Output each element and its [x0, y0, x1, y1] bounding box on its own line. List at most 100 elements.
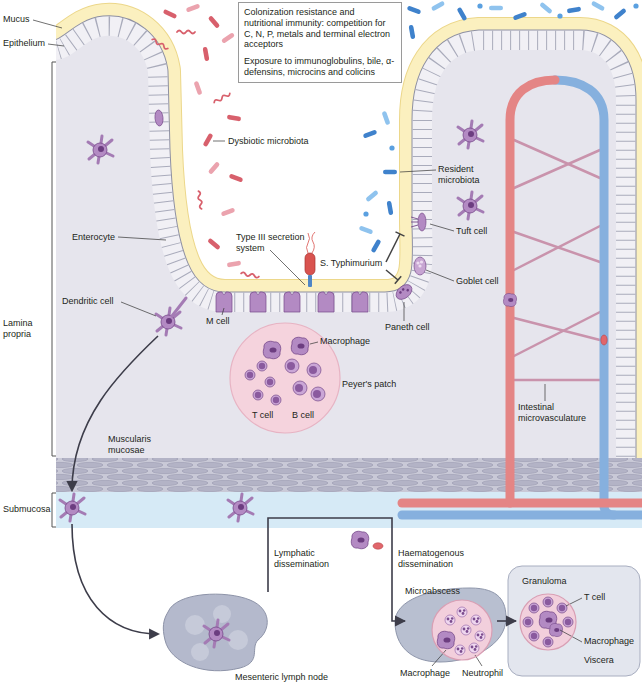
illustration	[543, 597, 553, 607]
illustration	[387, 201, 394, 216]
illustration	[363, 129, 378, 138]
callout-label: T cell	[252, 410, 273, 421]
m-cell	[318, 292, 334, 312]
leader-line	[404, 302, 405, 321]
illustration	[193, 81, 202, 96]
illustration	[477, 3, 482, 8]
granuloma-fill	[520, 594, 576, 650]
illustration	[407, 5, 422, 14]
callout-label: Dendritic cell	[62, 296, 114, 307]
illustration	[151, 38, 168, 50]
blood-vessel	[402, 499, 642, 508]
capillary-network	[514, 379, 600, 382]
illustration	[228, 494, 253, 521]
callout-label: Intestinal microvasculature	[518, 402, 594, 424]
illustration	[208, 161, 221, 175]
illustration	[253, 390, 263, 400]
lamina-propria-region	[56, 36, 616, 458]
callout-label: Lamina propria	[3, 318, 49, 340]
illustration	[529, 631, 539, 641]
illustration	[285, 359, 299, 373]
illustration	[221, 32, 235, 44]
illustration	[455, 645, 465, 655]
epithelial-cell-walls	[56, 36, 616, 458]
illustration	[458, 121, 483, 148]
info-box: Colonization resistance and nutritional …	[238, 2, 402, 83]
illustration	[213, 92, 230, 104]
node-heading: Mesenteric lymph node	[235, 672, 328, 683]
callout-label: Macrophage	[584, 636, 634, 647]
illustration	[271, 395, 281, 405]
lymph-node-follicle	[213, 605, 231, 623]
leader-line	[400, 170, 436, 172]
callout-label: T cell	[584, 592, 605, 603]
illustration	[363, 211, 368, 216]
callout-label: Muscularis mucosae	[108, 434, 160, 456]
illustration	[513, 11, 528, 20]
illustration	[539, 2, 553, 15]
microabscess-outline	[432, 600, 492, 660]
lymph-node: Mesenteric lymph node	[160, 592, 350, 685]
migration-arrow	[72, 336, 158, 490]
illustration	[163, 9, 178, 19]
m-cell	[216, 292, 368, 312]
granuloma-outline	[520, 594, 576, 650]
leader-line	[33, 20, 62, 28]
m-cell	[284, 292, 300, 312]
inhibition-line	[396, 232, 405, 236]
microabscess: Microabscess	[405, 580, 497, 662]
illustration	[88, 136, 113, 163]
illustration	[529, 603, 539, 613]
illustration	[445, 615, 455, 625]
callout-label: Dysbiotic microbiota	[228, 136, 309, 147]
illustration	[265, 377, 275, 387]
illustration	[437, 631, 455, 649]
illustration	[557, 603, 567, 613]
illustration	[186, 3, 201, 12]
salmonella-bacterium	[307, 233, 310, 253]
leader-line	[310, 342, 318, 344]
dissemination-arrow	[497, 620, 516, 622]
illustration	[457, 7, 468, 21]
illustration	[409, 25, 416, 40]
node-heading: Granuloma	[522, 576, 567, 587]
callout-label: Type III secretion system	[236, 232, 308, 254]
illustration	[503, 293, 516, 306]
illustration	[557, 13, 562, 18]
goblet-cell	[414, 257, 426, 275]
illustration	[291, 337, 309, 355]
callout-label: Epithelium	[3, 38, 45, 49]
illustration	[229, 173, 244, 182]
lymph-node-outline	[163, 594, 267, 671]
illustration	[543, 637, 553, 647]
paneth-cell	[401, 288, 405, 292]
illustration	[489, 6, 503, 11]
blood-vessel	[402, 80, 642, 515]
node-heading: Peyer's patch	[342, 379, 396, 390]
illustration	[203, 133, 214, 147]
leader-line	[118, 237, 166, 240]
granuloma: Granuloma	[516, 570, 582, 654]
callout-label: Paneth cell	[385, 322, 430, 333]
dissemination-arrow	[268, 518, 405, 621]
inhibition-line	[386, 232, 405, 284]
blood-vessel	[402, 511, 614, 520]
illustration	[245, 370, 255, 380]
salmonella-bacterium	[305, 253, 315, 275]
layer-bracket	[52, 62, 56, 456]
leader-line	[222, 308, 224, 315]
leader-line	[545, 384, 546, 401]
inhibition-line	[395, 276, 401, 284]
callout-label: Neutrophil	[462, 668, 503, 679]
illustration	[227, 261, 242, 268]
brush-border	[56, 36, 616, 458]
lymph-node-follicle	[185, 615, 205, 635]
box-body: Exposure to immunoglobulins, bile, α-def…	[244, 56, 396, 78]
capillary-network	[514, 312, 600, 356]
viscera-inset	[508, 566, 640, 676]
illustration	[613, 8, 627, 21]
goblet-cell	[416, 261, 419, 264]
mucus-layer	[56, 36, 616, 458]
capillary-network	[514, 318, 600, 340]
callout-label: Haematogenous dissemination	[398, 548, 476, 570]
